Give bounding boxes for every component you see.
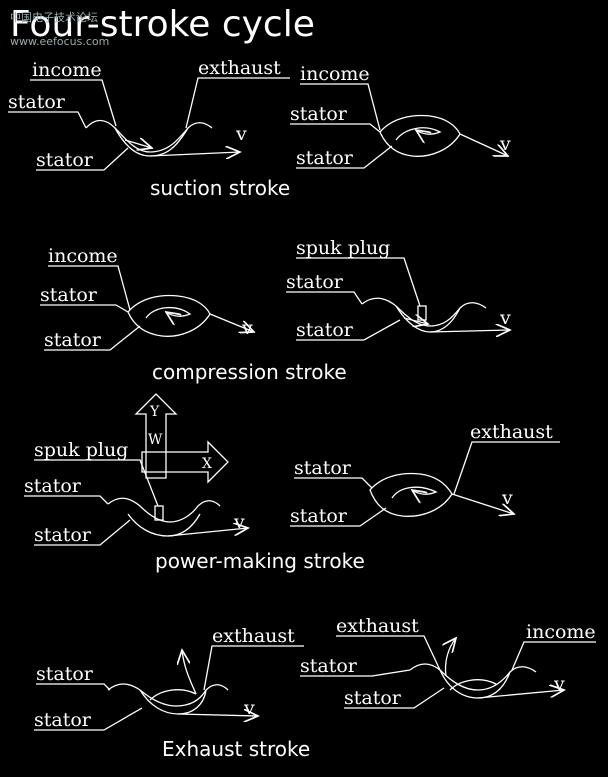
x-axis-arrow: [141, 440, 229, 484]
spark-plug-rect: [154, 505, 164, 521]
label-exthaust: exthaust: [198, 57, 281, 79]
label-spuk-plug: spuk plug: [34, 439, 128, 461]
label-exthaust: exthaust: [336, 615, 419, 637]
label-stator: stator: [44, 329, 102, 351]
caption-power: power-making stroke: [155, 549, 365, 573]
axis-y-letter: Y: [149, 404, 160, 420]
label-stator: stator: [296, 147, 354, 169]
label-velocity: v: [241, 317, 253, 339]
label-velocity: v: [235, 123, 247, 145]
label-velocity: v: [499, 307, 511, 329]
page-title: Four-stroke cycle: [10, 4, 315, 45]
label-velocity: v: [233, 511, 245, 533]
panel-compression-right: spuk plug stator stator v: [286, 237, 511, 341]
caption-exhaust: Exhaust stroke: [162, 737, 310, 761]
velocity-arrow: [167, 528, 248, 537]
label-stator: stator: [40, 284, 98, 306]
panel-exhaust-right: exthaust income stator stator v: [300, 615, 596, 709]
label-exthaust: exthaust: [212, 625, 295, 647]
label-stator: stator: [294, 457, 352, 479]
label-stator: stator: [36, 663, 94, 685]
panel-suction-left: income stator stator exthaust v: [8, 57, 290, 171]
velocity-arrow: [459, 133, 508, 156]
label-stator: stator: [296, 319, 354, 341]
label-income: income: [32, 59, 102, 81]
velocity-arrow: [429, 330, 510, 332]
label-stator: stator: [286, 271, 344, 293]
panel-power-left: spuk plug stator stator v: [24, 439, 248, 546]
label-stator: stator: [34, 524, 92, 546]
axis-arrows: Y W X: [134, 393, 229, 484]
axis-x-letter: X: [202, 456, 212, 472]
watermark-line-2: www.eefocus.com: [10, 35, 109, 48]
label-stator: stator: [300, 655, 358, 677]
label-stator: stator: [344, 687, 402, 709]
label-stator: stator: [24, 475, 82, 497]
label-income: income: [48, 245, 118, 267]
label-exthaust: exthaust: [470, 421, 553, 443]
velocity-arrow: [209, 313, 254, 332]
label-stator: stator: [8, 91, 66, 113]
velocity-arrow: [477, 690, 564, 699]
velocity-arrow: [177, 714, 258, 716]
panel-compression-left: income stator stator v: [40, 245, 254, 351]
velocity-arrow: [451, 493, 514, 514]
label-income: income: [300, 63, 370, 85]
label-velocity: v: [499, 133, 511, 155]
axis-w-letter: W: [148, 432, 163, 448]
label-stator: stator: [290, 505, 348, 527]
velocity-arrow: [149, 152, 240, 156]
label-stator: stator: [290, 103, 348, 125]
panel-suction-right: income stator stator v: [290, 63, 511, 169]
caption-compression: compression stroke: [152, 360, 347, 384]
label-stator: stator: [34, 709, 92, 731]
label-stator: stator: [36, 149, 94, 171]
y-axis-arrow: [134, 393, 178, 479]
watermark-line-1: 中国电子技术论坛: [10, 10, 98, 24]
label-spuk-plug: spuk plug: [296, 237, 390, 259]
caption-suction: suction stroke: [150, 176, 290, 200]
panel-power-right: stator stator exthaust v: [290, 421, 560, 527]
spark-plug-rect: [417, 305, 427, 321]
label-velocity: v: [243, 697, 255, 719]
label-velocity: v: [501, 487, 513, 509]
panel-exhaust-left: exthaust stator stator v: [34, 625, 304, 731]
label-income: income: [526, 621, 596, 643]
label-velocity: v: [553, 673, 565, 695]
